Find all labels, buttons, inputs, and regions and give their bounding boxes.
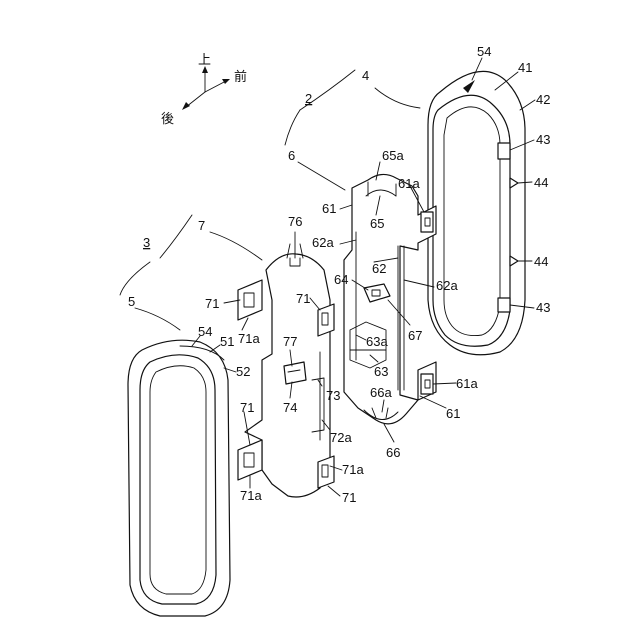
label-71-4: 71	[342, 490, 356, 505]
label-41: 41	[518, 60, 532, 75]
label-6: 6	[288, 148, 295, 163]
label-43-top: 43	[536, 132, 550, 147]
label-51: 51	[220, 334, 234, 349]
part-5-front-cover	[128, 340, 230, 616]
axis-up-label: 上	[198, 53, 211, 68]
label-4: 4	[362, 68, 369, 83]
label-44-top: 44	[534, 175, 548, 190]
label-7: 7	[198, 218, 205, 233]
label-71-1: 71	[205, 296, 219, 311]
label-54-left: 54	[198, 324, 212, 339]
label-61-bottom: 61	[446, 406, 460, 421]
label-67: 67	[408, 328, 422, 343]
label-42: 42	[536, 92, 550, 107]
part-7-front-frame	[238, 254, 334, 497]
label-62a-right: 62a	[436, 278, 458, 293]
label-71-3: 71	[240, 400, 254, 415]
label-76: 76	[288, 214, 302, 229]
label-5: 5	[128, 294, 135, 309]
label-77: 77	[283, 334, 297, 349]
label-43-bottom: 43	[536, 300, 550, 315]
label-65: 65	[370, 216, 384, 231]
label-65a: 65a	[382, 148, 404, 163]
label-52: 52	[236, 364, 250, 379]
label-74: 74	[283, 400, 297, 415]
label-66: 66	[386, 445, 400, 460]
label-63: 63	[374, 364, 388, 379]
label-71a-3: 71a	[240, 488, 262, 503]
label-66a: 66a	[370, 385, 392, 400]
label-3: 3	[143, 235, 150, 250]
label-44-bottom: 44	[534, 254, 548, 269]
label-71a-2: 71a	[342, 462, 364, 477]
label-61-top: 61	[322, 201, 336, 216]
part-4-rear-cover	[428, 71, 525, 354]
label-62a-left: 62a	[312, 235, 334, 250]
label-73: 73	[326, 388, 340, 403]
direction-axes: 上 前 後	[161, 53, 247, 127]
label-2: 2	[305, 91, 312, 106]
axis-back-label: 後	[161, 112, 174, 127]
label-61a-top: 61a	[398, 176, 420, 191]
label-71-2: 71	[296, 291, 310, 306]
label-64: 64	[334, 272, 348, 287]
label-71a-1: 71a	[238, 331, 260, 346]
label-62: 62	[372, 261, 386, 276]
label-63a: 63a	[366, 334, 388, 349]
label-72a: 72a	[330, 430, 352, 445]
label-61a-bottom: 61a	[456, 376, 478, 391]
axis-front-label: 前	[234, 69, 247, 85]
label-54-top: 54	[477, 44, 491, 59]
